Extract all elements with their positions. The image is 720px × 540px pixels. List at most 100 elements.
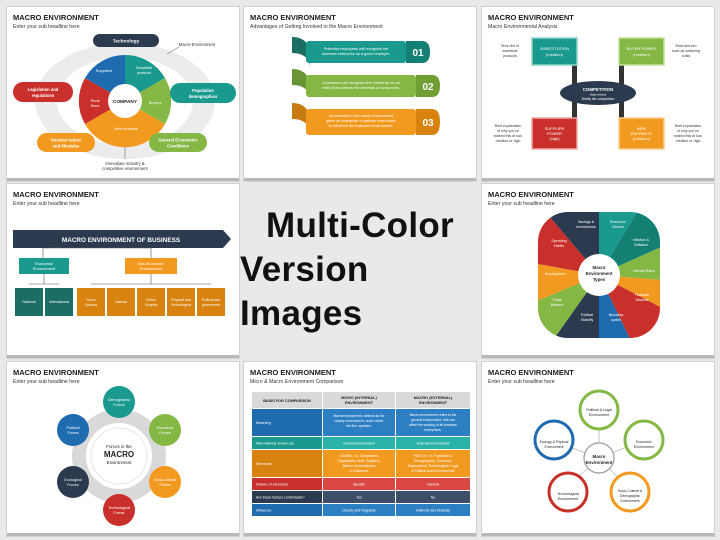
nonecon-label-1: Non-Economic: [138, 261, 164, 266]
slide-footer-bar: [482, 355, 714, 358]
competition-label-3: Briefly list competition: [582, 97, 615, 101]
environmental-analysis-diagram: SUBSTITUTION (medium) BUYER POWER (mediu…: [494, 37, 702, 150]
leaf-demographic: [137, 288, 165, 316]
population-label-2: demographics: [189, 94, 218, 99]
slide-title: MACRO ENVIRONMENT: [13, 368, 99, 377]
env-political-2: Environment: [589, 413, 609, 417]
societal-pill: [37, 133, 95, 152]
slide-footer-bar: [7, 355, 239, 358]
slide-subtitle: Enter your sub headline here: [488, 201, 555, 207]
substitution-label-1: SUBSTITUTION: [540, 46, 569, 51]
supplier-power-box: [531, 117, 578, 150]
slide-4[interactable]: MACRO ENVIRONMENT Enter your sub headlin…: [6, 183, 240, 359]
immediate-label-2: competitive environment: [102, 166, 148, 171]
buyer-label-1: BUYER POWER: [626, 46, 656, 51]
comparison-table: BASIS FOR COMPARISON MICRO (INTERNAL) EN…: [252, 392, 470, 516]
slide-title: MACRO ENVIRONMENT: [13, 13, 99, 22]
slide-title: MACRO ENVIRONMENT: [488, 190, 574, 199]
slide-footer-bar: [244, 178, 476, 181]
env-economic-1: Economic: [636, 440, 652, 444]
leaf-international-label: International: [49, 300, 69, 304]
force-tech-1: Technological: [108, 506, 130, 510]
leaf-national-label: National: [22, 300, 35, 304]
supplier-label-2: POWER: [547, 131, 562, 136]
row-control-label: Are these factors controllable?: [256, 496, 305, 500]
slide-6[interactable]: MACRO ENVIRONMENT Enter your sub headlin…: [6, 361, 240, 537]
environment-types-diagram: Macro Environment Types Savings & Invest…: [538, 212, 660, 338]
company-label: COMPANY: [113, 99, 138, 105]
slide-3[interactable]: MACRO ENVIRONMENT Macro Environmental An…: [481, 6, 715, 182]
ring-center-1: Macro: [593, 454, 606, 459]
slide-title: MACRO ENVIRONMENT: [488, 368, 574, 377]
force-demo-2: Forces: [113, 403, 125, 407]
force-socio-1: Socio-cultural: [154, 478, 176, 482]
business-environment-tree: MACRO ENVIRONMENT OF BUSINESS Economic E…: [13, 230, 231, 316]
slide-1[interactable]: MACRO ENVIRONMENT Enter your sub headlin…: [6, 6, 240, 182]
buyers-label: Buyers: [149, 100, 161, 105]
forces-center-1: Forces in the: [106, 444, 132, 449]
note-tl-3: products: [503, 54, 517, 58]
competition-label-2: (high rivalry): [590, 93, 607, 97]
substitution-label-2: (medium): [546, 52, 564, 57]
env-economic-circle: [623, 419, 665, 461]
slide-5[interactable]: MACRO ENVIRONMENT Enter your sub headlin…: [481, 183, 715, 359]
type-employment: Employment: [545, 272, 565, 276]
row-nature-macro: General: [427, 483, 439, 487]
env-ecology-circle: [533, 419, 575, 461]
buyer-power-box: [618, 37, 665, 66]
row-el-macro-2: Demographics, Economic,: [414, 459, 453, 463]
types-center-circle: [578, 254, 620, 296]
segment-rival: [78, 78, 125, 124]
forces-wheel-diagram: Forces in the MACRO Environment Demograp…: [57, 386, 181, 526]
force-socio-2: Forces: [160, 483, 171, 487]
substitution-box: [531, 37, 578, 66]
env-tech-circle: [547, 471, 589, 513]
type-savings-2: Investments: [576, 225, 596, 229]
row-control-macro: No: [431, 496, 435, 500]
substitute-label-2: products: [137, 71, 151, 75]
technology-label: Technology: [113, 39, 140, 45]
row-el-macro-1: PESTLE, i.e. Population &: [414, 454, 453, 458]
forces-center-3: Environment: [107, 460, 132, 465]
row-alt-micro: Internal Environment: [343, 442, 374, 446]
type-growth-2: Growth: [612, 225, 624, 229]
legislation-pill: [13, 82, 73, 102]
new-entrants-box: [618, 117, 665, 150]
societal-label-2: and lifestyles: [53, 144, 80, 149]
row-alt-label: Alternatively known as: [256, 442, 294, 446]
type-spending-2: Habits: [554, 244, 564, 248]
center-caption: Multi-Color Version Images: [240, 178, 480, 362]
env-socio-3: Environment: [620, 499, 639, 503]
slide-title: MACRO ENVIRONMENT: [13, 190, 99, 199]
env-ecology-1: Ecology & Physical: [540, 440, 569, 444]
tree-header-bar: [13, 230, 231, 248]
slide-7[interactable]: MACRO ENVIRONMENT Micro & Macro Environm…: [243, 361, 477, 537]
nonecon-label-2: Environment: [140, 266, 163, 271]
row-nature-micro: Specific: [353, 483, 365, 487]
force-demographic: [103, 386, 135, 418]
forces-center-2: MACRO: [104, 450, 134, 459]
new-entrants-label-1: NEW: [637, 126, 647, 131]
note-tr-1: Relevant info: [676, 44, 697, 48]
row-meaning-macro-3: affect the working of all business: [409, 423, 457, 427]
advantage-text-3c: to influence the business environment.: [329, 124, 394, 128]
row-el-micro-3: Market, Intermediaries: [343, 464, 376, 468]
slide-title: MACRO ENVIRONMENT: [250, 13, 336, 22]
leaf-political-label-2: government: [202, 303, 220, 307]
type-savings-1: Savings &: [578, 220, 595, 224]
advantage-text-1b: business enterprise as a good employer.: [322, 52, 390, 56]
slide-subtitle: Macro Environmental Analysis: [488, 24, 558, 30]
ring-center-2: Environment: [586, 460, 613, 465]
advantage-box-3: [306, 109, 416, 135]
macro-env-label: Macro-Environment: [179, 42, 216, 47]
leaf-demo-label-2: Graphic: [145, 303, 158, 307]
slide-2[interactable]: MACRO ENVIRONMENT Advantages of Getting …: [243, 6, 477, 182]
caption-line-1: Multi-Color: [266, 206, 454, 245]
row-el-macro-4: & Political and Environmental: [412, 469, 455, 473]
type-political-2: Stability: [581, 318, 594, 322]
econ-label-2: Environment: [33, 266, 56, 271]
societal-label-1: Societal values: [51, 138, 82, 143]
slide-8[interactable]: MACRO ENVIRONMENT Enter your sub headlin…: [481, 361, 715, 537]
type-financial-2: Markets: [636, 298, 649, 302]
substitute-label-1: Substitute: [136, 66, 152, 70]
